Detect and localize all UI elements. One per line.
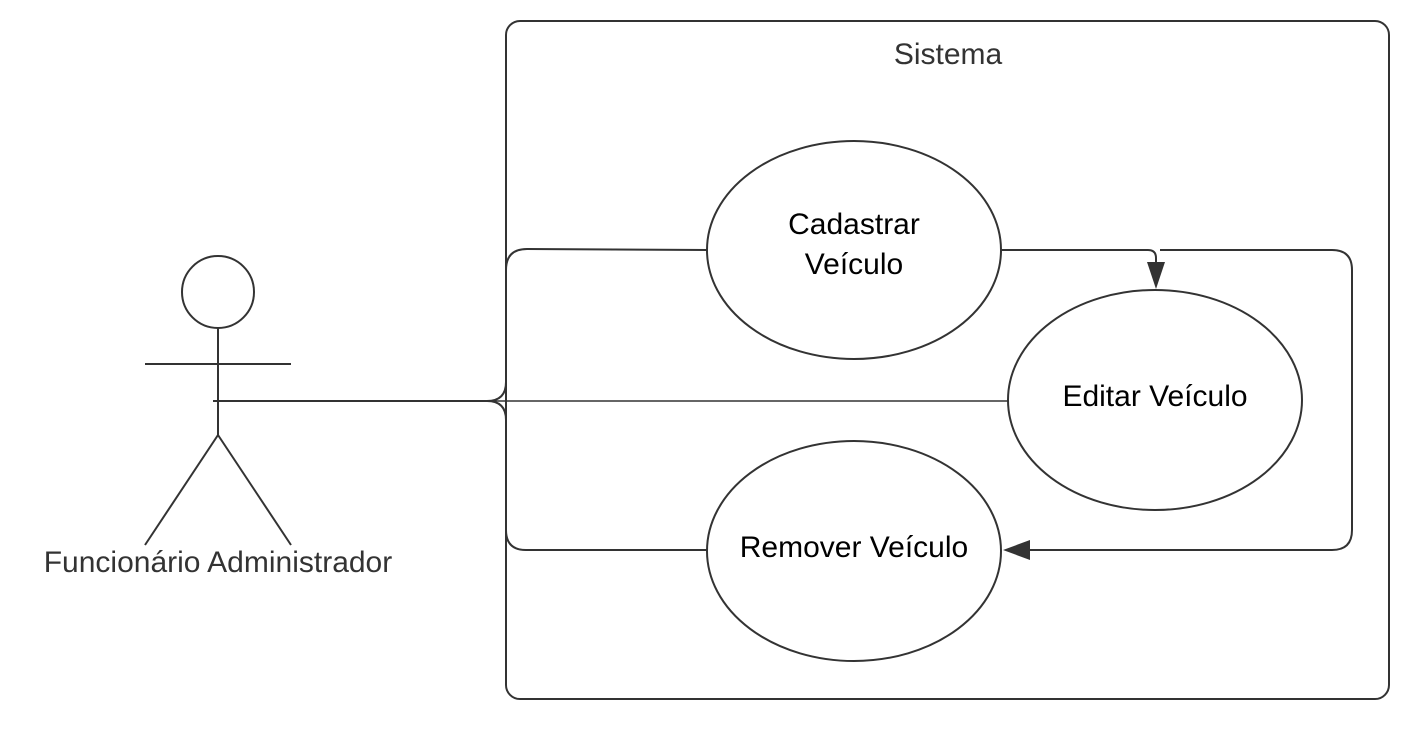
actor-stick-figure bbox=[144, 255, 292, 546]
use-case-editar-ellipse bbox=[1007, 289, 1303, 511]
arrowhead-to-editar bbox=[1147, 262, 1165, 289]
actor-right-leg bbox=[217, 434, 292, 546]
use-case-editar-veiculo[interactable]: Editar Veículo bbox=[1007, 289, 1303, 511]
relation-cadastrar-editar bbox=[1000, 249, 1157, 268]
use-case-cadastrar-line2: Veículo bbox=[805, 248, 903, 281]
use-case-cadastrar-line1: Cadastrar bbox=[788, 208, 920, 241]
actor-head bbox=[181, 255, 255, 329]
actor-left-leg bbox=[144, 434, 219, 546]
use-case-editar-label: Editar Veículo bbox=[1062, 380, 1247, 413]
association-actor-cadastrar bbox=[213, 247, 709, 402]
association-actor-remover bbox=[213, 400, 708, 551]
relation-loop-remover bbox=[1030, 249, 1353, 551]
use-case-remover-veiculo[interactable]: Remover Veículo bbox=[706, 440, 1002, 662]
use-case-cadastrar-ellipse bbox=[706, 140, 1002, 360]
use-case-remover-label: Remover Veículo bbox=[740, 531, 968, 564]
use-case-cadastrar-veiculo[interactable]: Cadastrar Veículo bbox=[706, 140, 1002, 360]
use-case-remover-ellipse bbox=[706, 440, 1002, 662]
actor-name: Funcionário Administrador bbox=[44, 546, 393, 579]
arrowhead-to-remover bbox=[1003, 540, 1030, 560]
system-title: Sistema bbox=[894, 38, 1003, 71]
